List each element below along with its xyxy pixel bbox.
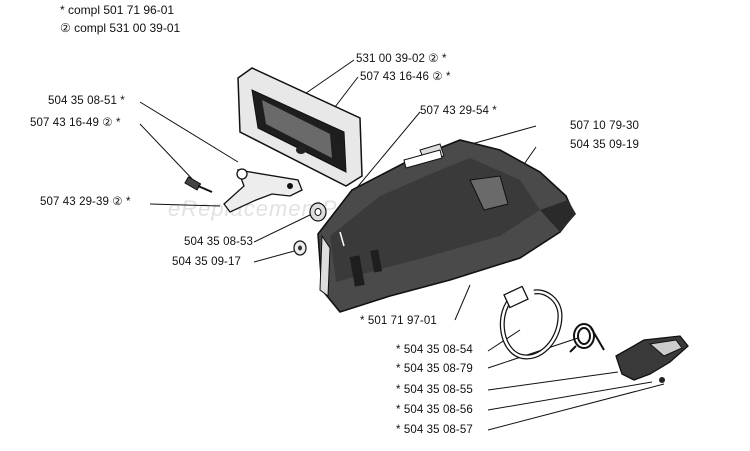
spring-part <box>569 323 605 353</box>
part-label: 507 43 16-49 ② * <box>30 117 121 129</box>
leader-p11 <box>454 284 471 321</box>
part-label: * 504 35 08-57 <box>396 424 473 436</box>
leader-lines <box>139 59 665 431</box>
header-line-2: ② compl 531 00 39-01 <box>60 21 181 35</box>
leader-p4 <box>139 123 197 184</box>
lever-part <box>615 335 689 383</box>
part-label: * 504 35 08-56 <box>396 404 473 416</box>
part-label: 507 43 29-39 ② * <box>40 196 131 208</box>
washer-504-35-08-53 <box>309 202 327 222</box>
leader-p8 <box>149 203 221 207</box>
part-label: 531 00 39-02 ② * <box>356 53 447 65</box>
bracket-part <box>223 168 303 213</box>
part-label: * 501 71 97-01 <box>360 315 437 327</box>
part-label: 504 35 09-17 <box>172 256 241 268</box>
part-label: 504 35 09-19 <box>570 139 639 151</box>
part-label: * 504 35 08-79 <box>396 363 473 375</box>
washer-504-35-09-17 <box>293 240 307 256</box>
part-label: * 504 35 08-54 <box>396 344 473 356</box>
part-label: 507 43 16-46 ② * <box>360 71 451 83</box>
leader-p15 <box>487 381 653 411</box>
screw-504-35-08-51 <box>184 176 213 193</box>
leader-p9 <box>253 213 313 243</box>
part-label: 504 35 08-51 * <box>48 95 125 107</box>
leader-p14 <box>487 371 619 391</box>
leader-p16 <box>487 383 665 431</box>
lever-pin <box>659 377 665 383</box>
top-cover-part <box>237 67 363 187</box>
part-label: * 504 35 08-55 <box>396 384 473 396</box>
housing-edge <box>319 234 331 297</box>
strip-part <box>403 149 443 169</box>
cover-nut <box>296 146 306 154</box>
bracket-screw-head <box>236 168 248 180</box>
leader-p5 <box>354 111 421 191</box>
header-line-1: * compl 501 71 96-01 <box>60 3 175 17</box>
part-label: 507 43 29-54 * <box>420 105 497 117</box>
leader-p3 <box>139 101 239 163</box>
leader-p6 <box>467 125 537 146</box>
leader-p13 <box>487 337 579 369</box>
part-label: 504 35 08-53 <box>184 236 253 248</box>
band-part <box>499 285 563 360</box>
part-label: 507 10 79-30 <box>570 120 639 132</box>
leader-p10 <box>253 249 299 263</box>
